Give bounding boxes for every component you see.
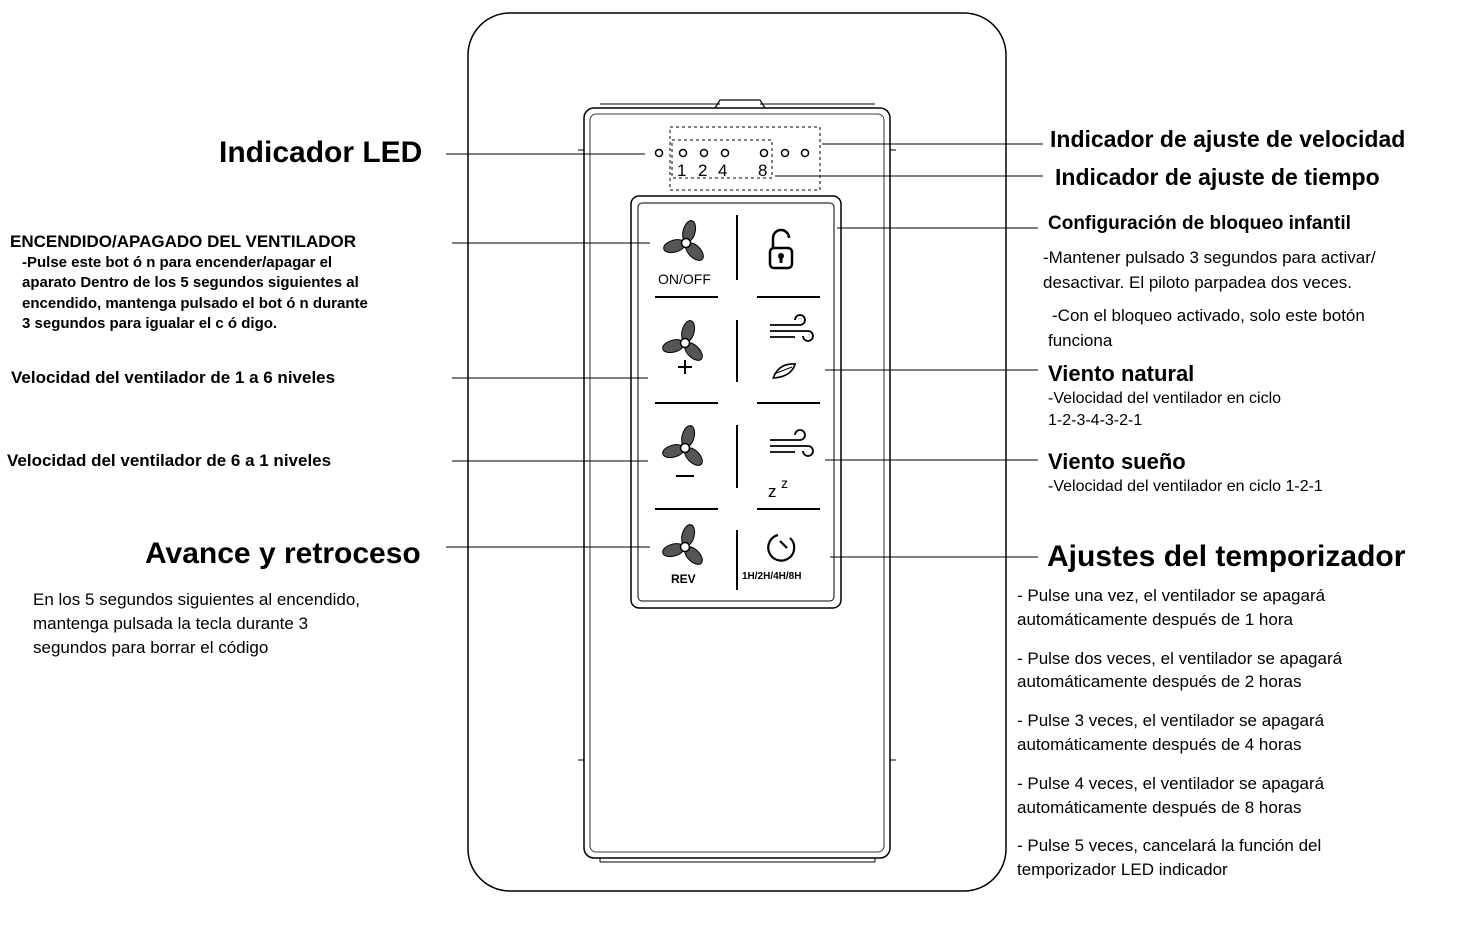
timer-notes: - Pulse una vez, el ventilador se apagar… xyxy=(1017,584,1457,897)
wall-plate xyxy=(467,12,1007,892)
time-indicator-label: Indicador de ajuste de tiempo xyxy=(1055,164,1380,190)
timer-note-3: - Pulse 3 veces, el ventilador se apagar… xyxy=(1017,711,1325,754)
svg-text:z: z xyxy=(781,475,788,491)
speed-indicator-label: Indicador de ajuste de velocidad xyxy=(1050,126,1406,152)
speed-down-label: Velocidad del ventilador de 6 a 1 nivele… xyxy=(7,451,332,470)
reverse-label: REV xyxy=(671,572,696,586)
led-panel-outline xyxy=(669,126,821,191)
timer-note-1: - Pulse una vez, el ventilador se apagar… xyxy=(1017,586,1326,629)
speed-up-label: Velocidad del ventilador de 1 a 6 nivele… xyxy=(11,368,336,387)
timer-note-2: - Pulse dos veces, el ventilador se apag… xyxy=(1017,648,1343,692)
leaf-icon xyxy=(772,363,797,379)
led-time-outline xyxy=(671,139,773,179)
reverse-description: En los 5 segundos siguientes al encendid… xyxy=(33,590,361,657)
led-number-4: 4 xyxy=(718,161,727,180)
onoff-label: ON/OFF xyxy=(658,271,711,287)
led-number-2: 2 xyxy=(698,161,707,180)
timer-icon xyxy=(767,533,796,562)
natural-wind-icon xyxy=(770,314,814,342)
onoff-description: -Pulse este bot ó n para encender/apagar… xyxy=(22,254,368,332)
fan-plus-icon xyxy=(660,318,707,365)
reverse-title: Avance y retroceso xyxy=(145,537,421,570)
fan-onoff-icon xyxy=(661,218,708,265)
child-lock-title: Configuración de bloqueo infantil xyxy=(1048,213,1351,234)
fan-minus-icon xyxy=(660,423,707,470)
button-panel xyxy=(630,195,842,609)
natural-wind-title: Viento natural xyxy=(1048,361,1195,386)
led-number-8: 8 xyxy=(758,161,767,180)
timer-label: 1H/2H/4H/8H xyxy=(742,571,801,582)
timer-title: Ajustes del temporizador xyxy=(1047,540,1406,573)
timer-note-4: - Pulse 4 veces, el ventilador se apagar… xyxy=(1017,773,1325,817)
led-indicator-label: Indicador LED xyxy=(219,136,423,169)
sleep-wind-description: -Velocidad del ventilador en ciclo 1-2-1 xyxy=(1048,478,1323,495)
sleep-wind-title: Viento sueño xyxy=(1048,449,1186,474)
timer-note-5: - Pulse 5 veces, cancelará la función de… xyxy=(1017,836,1322,880)
child-lock-note: -Con el bloqueo activado, solo este botó… xyxy=(1048,306,1365,350)
sleep-wind-icon xyxy=(770,429,814,457)
fan-reverse-icon xyxy=(660,522,707,569)
sleep-z-icon: z xyxy=(768,482,777,501)
remote-body xyxy=(583,107,891,859)
child-lock-description: -Mantener pulsado 3 segundos para activa… xyxy=(1043,248,1376,292)
lock-icon xyxy=(768,228,794,270)
onoff-title: ENCENDIDO/APAGADO DEL VENTILADOR xyxy=(10,232,357,251)
natural-wind-description: -Velocidad del ventilador en ciclo 1-2-3… xyxy=(1048,390,1282,429)
led-number-1: 1 xyxy=(677,161,686,180)
status-led xyxy=(654,148,664,158)
